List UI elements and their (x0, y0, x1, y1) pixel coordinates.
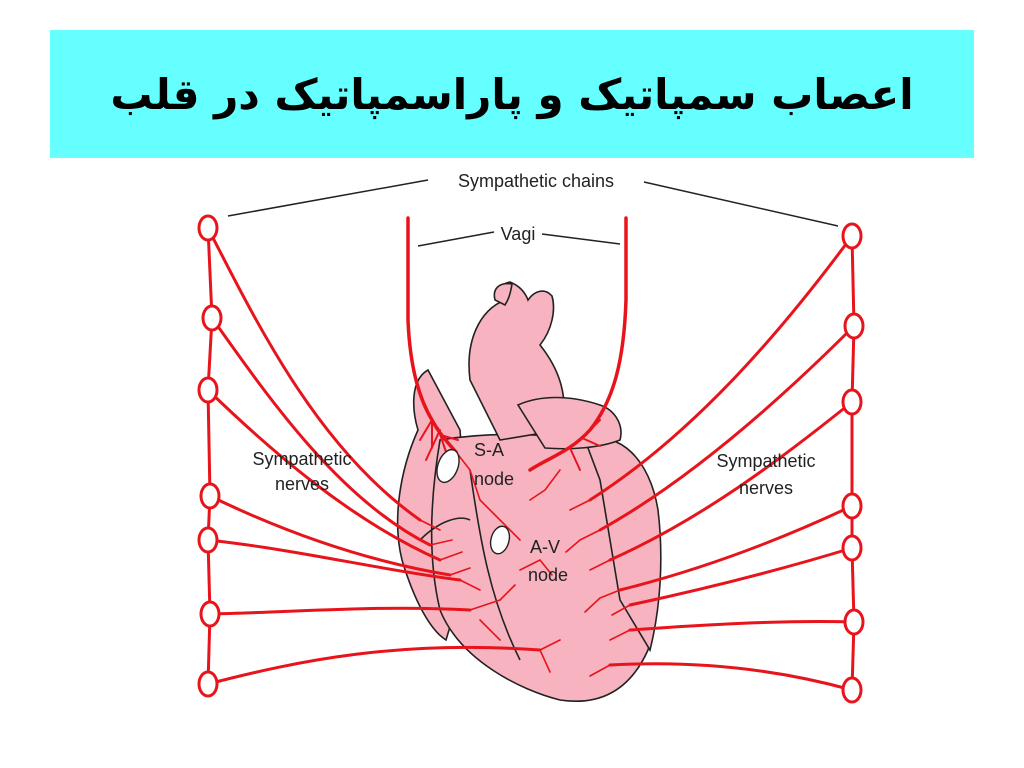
right-sympathetic-nerves-label-line1: Sympathetic (716, 451, 815, 471)
vagus-branch (569, 419, 601, 471)
right-sympathetic-nerves-label-line2: nerves (739, 478, 793, 498)
ganglion (199, 600, 221, 628)
cardiac-nerve-branches (419, 451, 631, 677)
ganglion (843, 312, 865, 340)
sa-node-label-line2: node (474, 469, 514, 489)
leader-lines (227, 179, 839, 247)
ganglion (841, 492, 863, 520)
nerve-branch (469, 599, 561, 673)
ganglion (197, 526, 219, 554)
right-nerve (588, 234, 854, 502)
av-node-label-line1: A-V (530, 537, 560, 557)
left-nerve (206, 226, 422, 522)
right-nerve (598, 324, 856, 532)
sa-node-label-line1: S-A (474, 440, 504, 460)
title-banner: اعصاب سمپاتیک و پاراسمپاتیک در قلب (50, 30, 974, 158)
ganglion (197, 214, 219, 242)
ganglion (201, 304, 223, 332)
vagi-label: Vagi (501, 224, 536, 244)
chains-leader-right (643, 181, 839, 227)
left-sympathetic-nerves (206, 226, 542, 686)
sympathetic-chains-label: Sympathetic chains (458, 171, 614, 191)
vagi-leader-left (417, 231, 495, 247)
left-sympathetic-nerves-label-line1: Sympathetic (252, 449, 351, 469)
vagi-leader-right (541, 233, 621, 245)
ganglion (197, 376, 219, 404)
slide-title: اعصاب سمپاتیک و پاراسمپاتیک در قلب (110, 69, 914, 119)
left-sympathetic-nerves-label-line2: nerves (275, 474, 329, 494)
ganglion (197, 670, 219, 698)
left-vagus-nerve (406, 216, 458, 454)
nerve-branch (455, 451, 521, 541)
heart-illustration (396, 281, 662, 702)
left-nerve (210, 316, 432, 547)
ganglion (199, 482, 221, 510)
left-nerve (208, 494, 452, 577)
right-vagus-nerve (528, 216, 628, 472)
right-sympathetic-nerves (588, 234, 856, 692)
right-nerve (608, 662, 854, 692)
superior-vessel (493, 282, 513, 307)
chains-leader-left (227, 179, 429, 217)
ganglion (843, 608, 865, 636)
left-chain-ganglia (197, 214, 223, 698)
left-nerve (206, 538, 462, 582)
left-nerve (206, 388, 442, 562)
right-nerve (618, 504, 854, 592)
av-node-label-line2: node (528, 565, 568, 585)
av-node-marker (489, 525, 511, 555)
right-nerve (608, 400, 854, 562)
left-nerve (206, 645, 542, 686)
ganglion (841, 534, 863, 562)
ganglion (841, 222, 863, 250)
vagus-branch (419, 419, 459, 461)
right-nerve (628, 546, 854, 607)
vagus-nerves (406, 216, 628, 472)
right-chain-ganglia (841, 222, 865, 704)
ganglion (841, 676, 863, 704)
nerve-branch (419, 519, 481, 591)
nerve-branch (499, 469, 561, 601)
ganglion (841, 388, 863, 416)
nerve-branch (565, 539, 631, 677)
pulmonary-artery (516, 396, 622, 450)
atrioventricular-groove (419, 517, 471, 541)
sa-node-marker (436, 448, 460, 484)
right-nerve (628, 620, 856, 632)
interventricular-groove (469, 469, 521, 661)
left-nerve (208, 606, 472, 616)
nerve-branch (569, 499, 631, 616)
